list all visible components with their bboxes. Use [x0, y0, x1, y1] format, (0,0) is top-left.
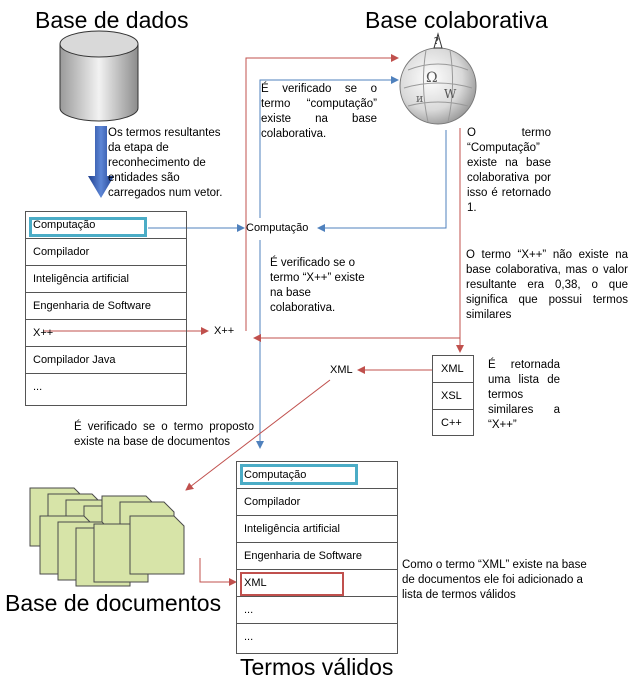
table-row: Compilador	[237, 489, 397, 516]
note-xml-adicionado: Como o termo “XML” existe na base de doc…	[402, 559, 587, 601]
valid-terms-table: Computação Compilador Inteligência artif…	[236, 461, 398, 654]
title-base-de-dados: Base de dados	[35, 7, 189, 33]
vector-table: Computação Compilador Inteligência artif…	[25, 211, 187, 406]
note-verificado-xpp: É verificado se o termo “X++” existe na …	[270, 257, 365, 314]
database-cylinder-icon	[59, 30, 139, 122]
svg-text:?: ?	[434, 37, 439, 47]
table-row: Inteligência artificial	[237, 516, 397, 543]
note-termos-resultantes: Os termos resultantes da etapa de reconh…	[108, 127, 223, 199]
table-row: Inteligência artificial	[26, 266, 186, 293]
similar-terms-table: XML XSL C++	[432, 355, 474, 436]
table-row: XML	[433, 356, 473, 383]
table-row: C++	[441, 417, 462, 429]
label-xpp-check: X++	[214, 325, 235, 337]
arrow-wiki-return	[317, 130, 447, 232]
table-row: ...	[33, 381, 43, 393]
table-row: ...	[237, 597, 397, 624]
arrow-xml-to-docs	[185, 379, 331, 491]
table-row: Engenharia de Software	[26, 293, 186, 320]
note-computacao-existe: O termo “Computação” existe na base cola…	[467, 127, 551, 214]
svg-text:Ω: Ω	[426, 70, 438, 86]
label-computacao-check: Computação	[246, 222, 309, 234]
table-row: Computação	[237, 462, 397, 489]
highlight-xml-valid	[240, 572, 344, 596]
table-row: XSL	[433, 383, 473, 410]
svg-text:и: и	[416, 92, 423, 105]
note-xpp-nao-existe: O termo “X++” não existe na base colabor…	[466, 249, 628, 321]
title-termos-validos: Termos válidos	[240, 654, 394, 680]
arrow-xpp-to-wiki	[245, 54, 399, 331]
title-base-colaborativa: Base colaborativa	[365, 7, 548, 33]
table-row: X++	[26, 320, 186, 347]
arrow-docs-to-valid	[199, 558, 237, 586]
table-row: Computação	[26, 212, 186, 239]
note-verificado-documentos: É verificado se o termo proposto existe …	[74, 421, 254, 448]
wikipedia-globe-icon: Ω W и ?	[399, 32, 477, 125]
highlight-computacao-valid	[240, 464, 358, 485]
table-row: ...	[244, 631, 254, 643]
label-xml-result: XML	[330, 364, 353, 376]
document-stack-icon	[29, 487, 185, 587]
table-row: XML	[237, 570, 397, 597]
note-verificado-computacao: É verificado se o termo “computação” exi…	[261, 83, 377, 140]
svg-text:W: W	[444, 87, 457, 101]
down-arrow-icon	[88, 126, 114, 198]
note-retornada-lista: É retornada uma lista de termos similare…	[488, 359, 560, 431]
table-row: Compilador	[26, 239, 186, 266]
highlight-computacao	[29, 217, 147, 237]
table-row: Compilador Java	[26, 347, 186, 374]
arrow-check-to-wiki	[259, 76, 399, 218]
title-base-de-documentos: Base de documentos	[5, 590, 222, 616]
table-row: Engenharia de Software	[237, 543, 397, 570]
